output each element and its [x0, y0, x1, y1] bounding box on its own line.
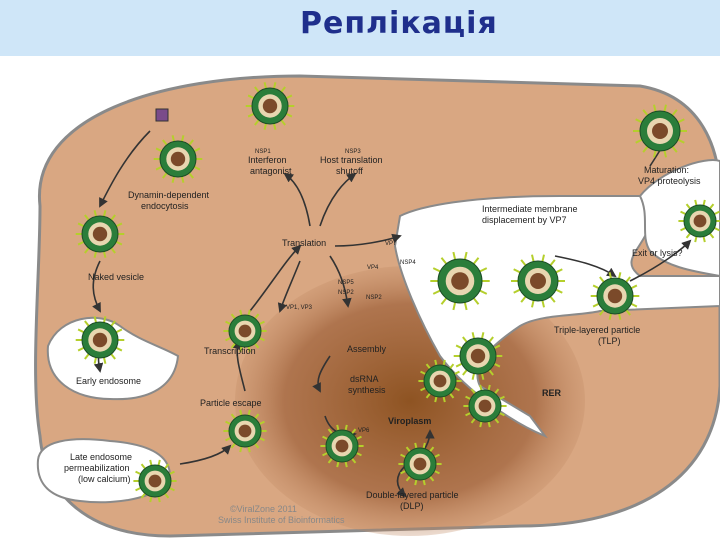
particle-escape-label: Particle escape — [200, 398, 262, 408]
rotavirus-particle-icon — [153, 135, 203, 183]
rotavirus-particle-icon — [633, 104, 687, 158]
rotavirus-particle-icon — [245, 82, 295, 130]
viroplasm-label: Viroplasm — [388, 416, 431, 426]
rotavirus-particle-icon — [453, 332, 503, 380]
rotavirus-particle-icon — [75, 210, 125, 258]
dynamin-label-1: Dynamin-dependent — [128, 190, 210, 200]
rer-channel — [393, 195, 720, 439]
nsp5-label: NSP5 — [338, 280, 354, 286]
rotavirus-particle-icon — [133, 459, 177, 503]
rotavirus-particle-icon — [75, 316, 125, 364]
early-endosome-label: Early endosome — [76, 376, 141, 386]
dsrna-label-1: dsRNA — [350, 374, 379, 384]
maturation-label-2: VP4 proteolysis — [638, 176, 701, 186]
replication-diagram: NSP1 Interferon antagonist NSP3 Host tra… — [34, 74, 720, 538]
rotavirus-particle-icon — [678, 199, 720, 243]
rotavirus-particle-icon — [398, 442, 442, 486]
dynamin-label-2: endocytosis — [141, 201, 189, 211]
assembly-label: Assembly — [347, 344, 387, 354]
dsrna-label-2: synthesis — [348, 385, 386, 395]
rotavirus-particle-icon — [463, 384, 507, 428]
late-endosome-label-2: permeabilization — [64, 463, 130, 473]
early-endosome — [46, 316, 180, 401]
rotavirus-particle-icon — [511, 254, 565, 308]
title-bar: Реплікація — [0, 0, 720, 56]
transcription-label: Transcription — [204, 346, 256, 356]
naked-vesicle-label: Naked vesicle — [88, 272, 144, 282]
maturation-label-1: Maturation: — [644, 165, 689, 175]
receptor-icon — [155, 108, 169, 122]
rotavirus-particle-icon — [223, 309, 267, 353]
intermediate-label-1: Intermediate membrane — [482, 204, 578, 214]
vp1-vp3-label: VP1, VP3 — [286, 305, 313, 311]
exit-label: Exit or lysis? — [632, 248, 683, 258]
vp4-label: VP4 — [367, 265, 379, 271]
copyright-label-1: ©ViralZone 2011 — [230, 504, 297, 514]
rotavirus-particle-icon — [320, 424, 364, 468]
host-shutoff-label-1: Host translation — [320, 155, 383, 165]
intermediate-label-2: displacement by VP7 — [482, 215, 567, 225]
membrane-fold — [638, 159, 720, 278]
late-endosome-label-3: (low calcium) — [78, 474, 131, 484]
rer-label: RER — [542, 388, 562, 398]
nsp2-label: NSP2 — [338, 290, 354, 296]
late-endosome-label-1: Late endosome — [70, 452, 132, 462]
rotavirus-particle-icon — [430, 251, 490, 311]
tlp-label-2: (TLP) — [598, 336, 621, 346]
rotavirus-particle-icon — [590, 272, 640, 320]
vp6-label: VP6 — [358, 428, 370, 434]
interferon-label-2: antagonist — [250, 166, 292, 176]
copyright-label-2: Swiss Institute of Bioinformatics — [218, 515, 345, 525]
interferon-label-1: Interferon — [248, 155, 287, 165]
page-title: Реплікація — [300, 6, 498, 41]
dlp-label-2: (DLP) — [400, 501, 424, 511]
translation-label: Translation — [282, 238, 326, 248]
nsp2b-label: NSP2 — [366, 295, 382, 301]
nsp4-label: NSP4 — [400, 260, 416, 266]
nsp3-label: NSP3 — [345, 149, 361, 155]
vp7-label: VP7 — [385, 241, 397, 247]
rotavirus-particle-icon — [223, 409, 267, 453]
dlp-label-1: Double-layered particle — [366, 490, 459, 500]
rotavirus-particle-icon — [418, 359, 462, 403]
tlp-label-1: Triple-layered particle — [554, 325, 640, 335]
virus-particles — [75, 82, 720, 503]
nsp1-label: NSP1 — [255, 149, 271, 155]
host-shutoff-label-2: shutoff — [336, 166, 363, 176]
